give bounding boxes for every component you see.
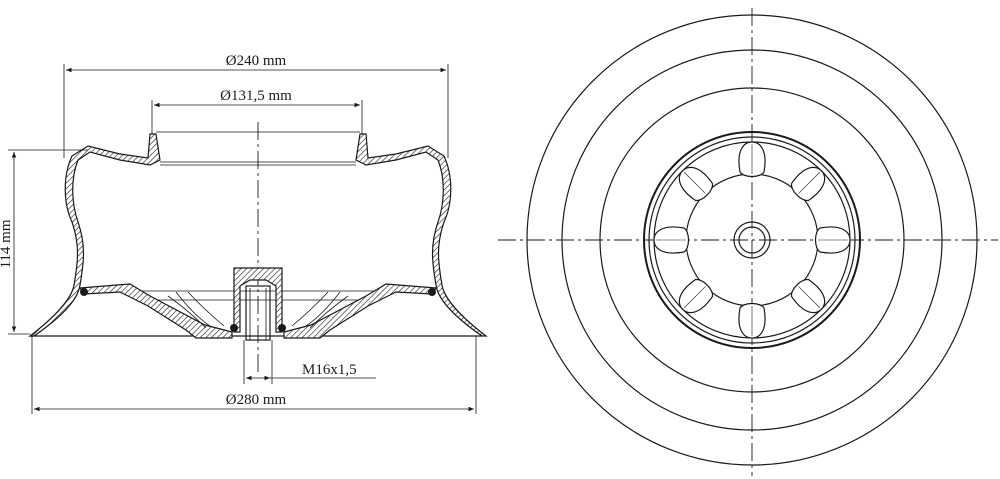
inner-contour-bottom (100, 290, 420, 301)
outer-rim-circle (526, 14, 978, 466)
vane-lobe (678, 278, 714, 314)
lower-floor-left (78, 283, 233, 339)
dim-240-label: Ø240 mm (226, 53, 287, 69)
dim-131-label: Ø131,5 mm (220, 88, 292, 104)
hub-outer-circle (733, 221, 771, 259)
dim-114-label: 114 mm (0, 219, 14, 268)
vane-lobe (790, 278, 826, 314)
left-wall-section (28, 133, 161, 337)
floor-vanes-right (291, 291, 349, 329)
section-view: Ø240 mm Ø131,5 mm 114 mm M16x1,5 Ø280 mm (0, 53, 488, 414)
thread-bore (245, 285, 271, 341)
vane-lobe (814, 226, 851, 254)
lower-floor-right (283, 283, 438, 339)
vane-lobe (678, 166, 714, 202)
weld-right (428, 288, 436, 296)
vane-lobe (790, 166, 826, 202)
dim-m16-label: M16x1,5 (302, 362, 357, 378)
weld-hub-right (278, 324, 286, 332)
right-wall-section (355, 133, 488, 337)
bowl-inner-circle-1 (648, 136, 856, 344)
vane-lobe (738, 141, 766, 178)
third-circle (599, 87, 905, 393)
bowl-outer-circle (643, 131, 861, 349)
weld-left (80, 288, 88, 296)
vane-lobe (738, 302, 766, 339)
vane-lobe (653, 226, 690, 254)
weld-hub-left (230, 324, 238, 332)
dim-280-label: Ø280 mm (226, 392, 287, 408)
hub-inner-circle (738, 226, 766, 254)
vane-lobes (653, 141, 851, 339)
inner-contour-top (156, 131, 360, 166)
floor-vanes-left (167, 291, 225, 329)
plan-view (498, 8, 998, 476)
hub-boss (233, 267, 283, 333)
second-circle (561, 49, 943, 431)
